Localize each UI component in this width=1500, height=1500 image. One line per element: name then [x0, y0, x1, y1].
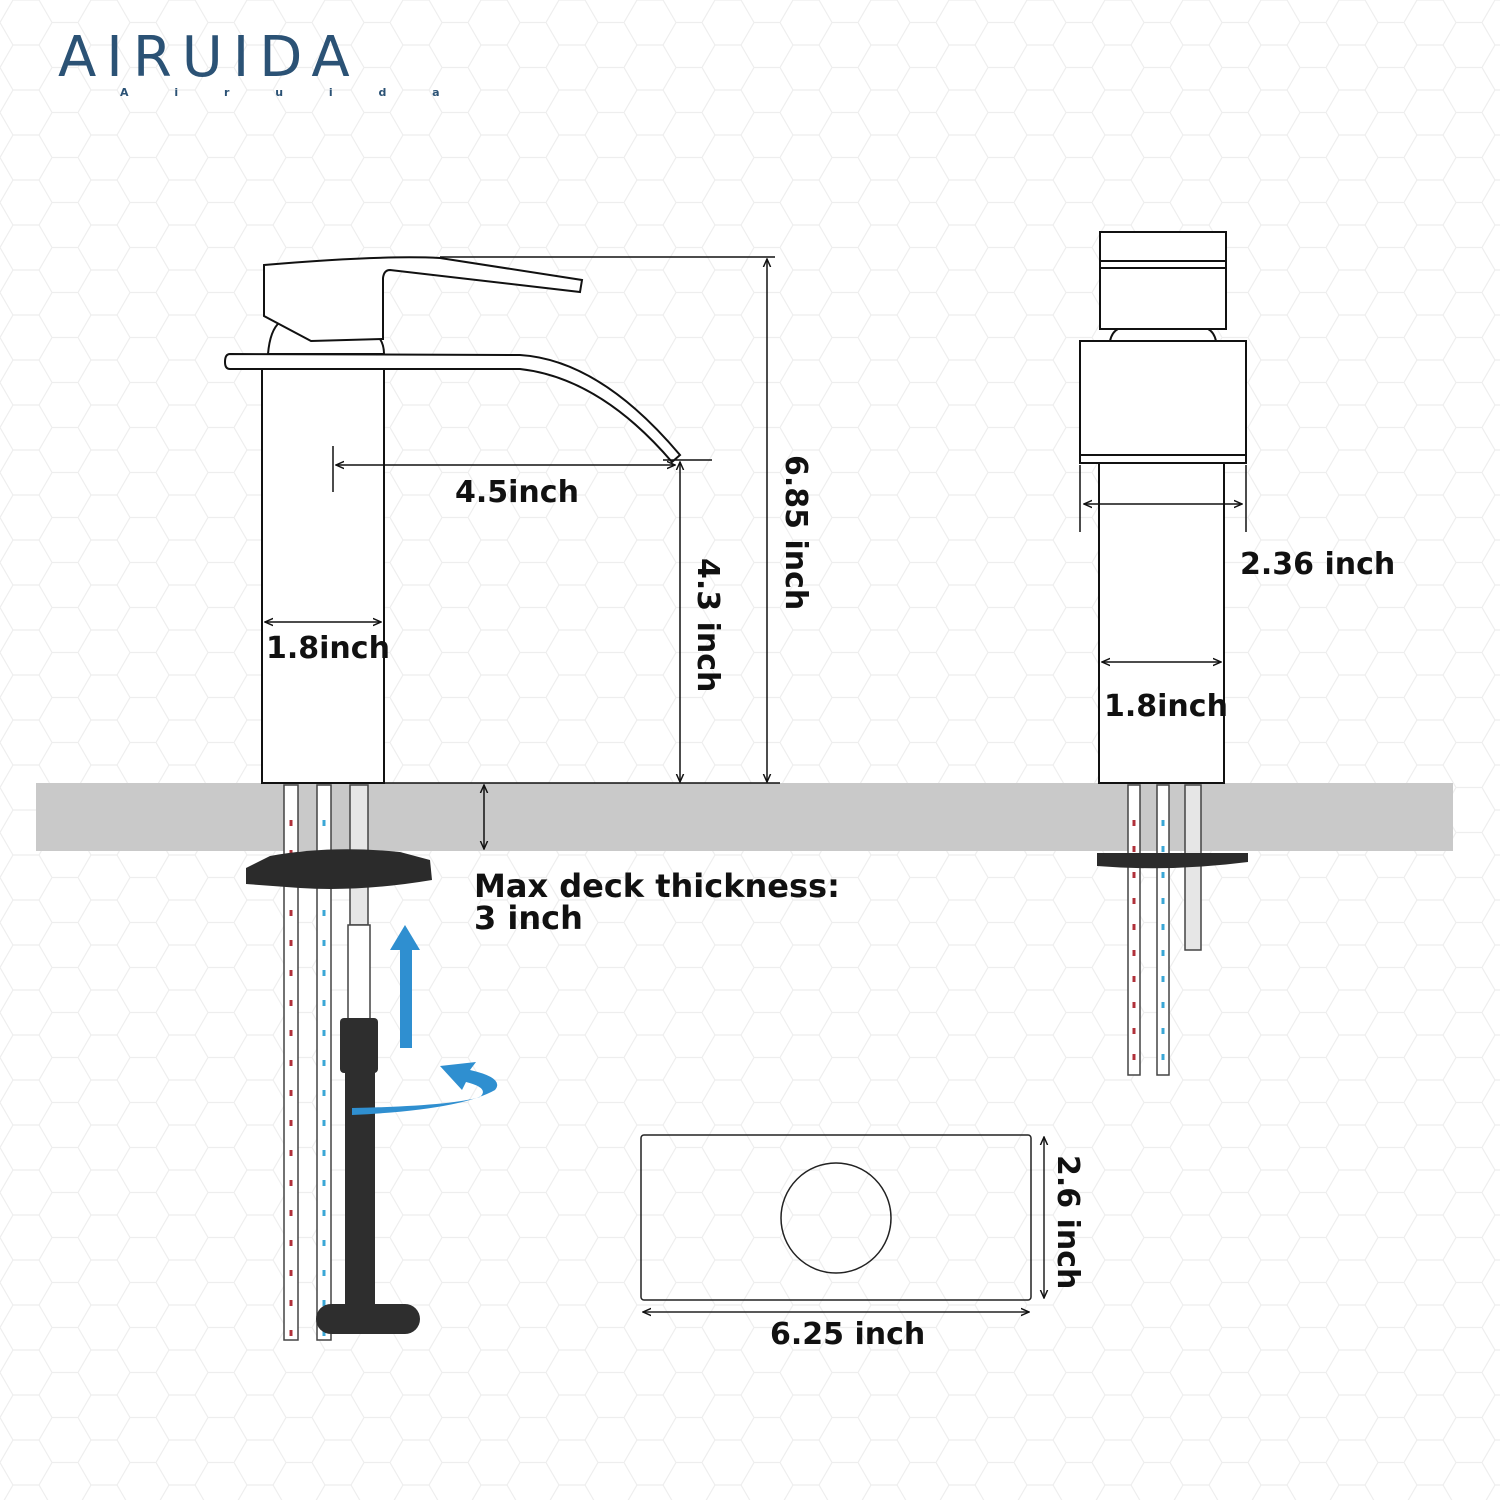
front-body-width-label: 1.8inch [266, 631, 390, 666]
mounting-nut [246, 849, 432, 889]
rotate-arrow-icon [352, 1062, 498, 1115]
spout-reach-label: 4.5inch [455, 475, 579, 510]
countertop-deck [36, 783, 1453, 851]
deck-plate [640, 1134, 1044, 1312]
side-view-faucet [1079, 231, 1247, 784]
brand-name: AIRUIDA [58, 25, 360, 90]
plate-width-label: 6.25 inch [770, 1317, 926, 1352]
deck-thickness-note: Max deck thickness: 3 inch [474, 870, 840, 934]
side-base-width-label: 2.36 inch [1240, 547, 1396, 582]
deck-thickness-line2: 3 inch [474, 899, 583, 937]
spout-height-label: 4.3 inch [690, 558, 725, 693]
front-view-faucet [223, 256, 682, 784]
brand-subtitle: A i r u i d a [120, 86, 461, 99]
total-height-label: 6.85 inch [778, 455, 813, 611]
side-mounting-nut [1097, 853, 1248, 869]
side-hoses [1127, 784, 1202, 1076]
brand-logo: AIRUIDA A i r u i d a [58, 25, 461, 100]
side-body-width-label: 1.8inch [1104, 689, 1228, 724]
up-arrow-icon [390, 925, 420, 1048]
deck-thickness-line1: Max deck thickness: [474, 867, 840, 905]
plate-height-label: 2.6 inch [1050, 1155, 1085, 1290]
